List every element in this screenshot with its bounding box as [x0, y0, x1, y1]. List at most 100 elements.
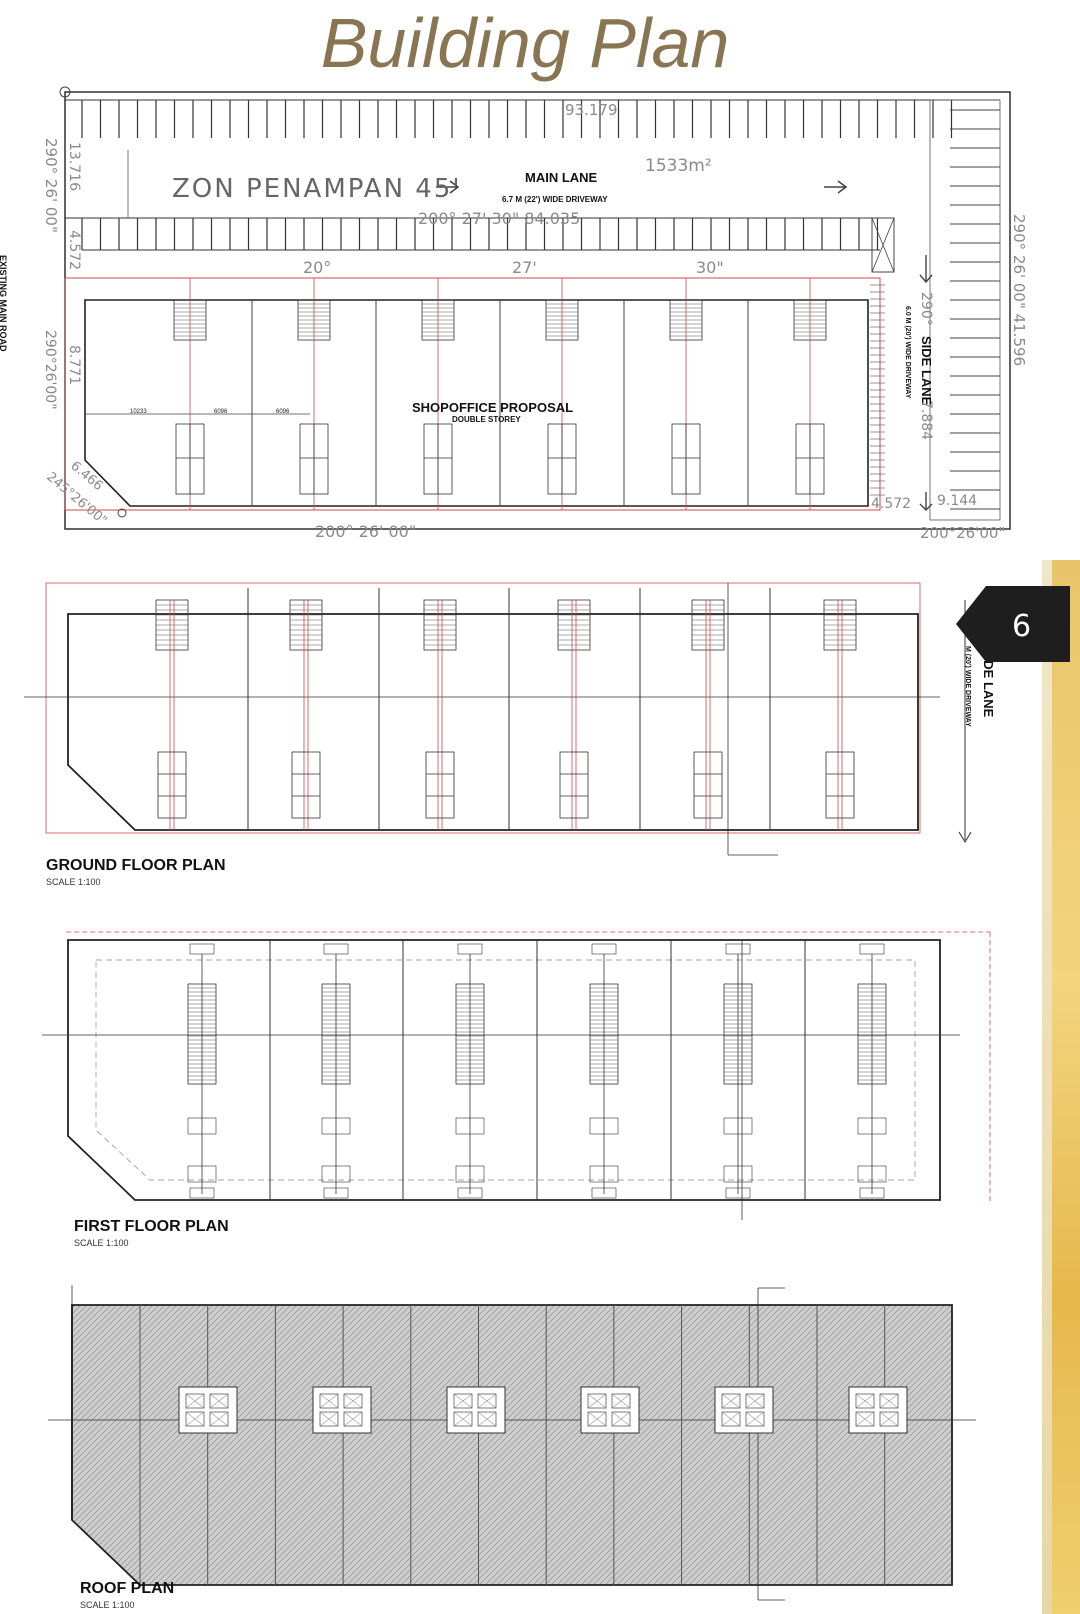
- ff-core: [187, 943, 217, 1199]
- skylight-cross: [587, 1393, 607, 1409]
- dim-left-c: 8.771: [66, 345, 82, 385]
- skylight-pane: [453, 1393, 473, 1409]
- skylight-pane: [879, 1411, 899, 1427]
- skylight-pane: [611, 1393, 631, 1409]
- inner-dim-3: 6096: [276, 409, 290, 415]
- roof-skylight: [312, 1386, 372, 1434]
- dim-left-a: 13.716: [66, 142, 82, 191]
- ac-box: [323, 1187, 349, 1199]
- skylight-cross: [879, 1393, 899, 1409]
- wc-box: [559, 751, 589, 819]
- skylight-pane: [721, 1411, 741, 1427]
- skylight-cross: [587, 1411, 607, 1427]
- page-number: 6: [1012, 609, 1031, 644]
- roof-plan-scale: SCALE 1:100: [80, 1600, 135, 1610]
- skylight-pane: [879, 1393, 899, 1409]
- ac-box: [189, 943, 215, 955]
- roof-skylight: [848, 1386, 908, 1434]
- side-accent-gold: [1052, 560, 1080, 1614]
- ac-box: [591, 1187, 617, 1199]
- ground-floor-plan: [24, 582, 972, 856]
- dim-bearing-left: 290° 26' 00": [42, 138, 60, 233]
- gf-side-lane-sub: M (20') WIDE DRIVEWAY: [964, 646, 971, 727]
- area-label: 1533m²: [645, 156, 712, 176]
- wc-box: [723, 1165, 753, 1183]
- roof-skylight: [178, 1386, 238, 1434]
- wc-box: [589, 1165, 619, 1183]
- existing-road-label: EXISTING MAIN ROAD: [0, 255, 8, 352]
- dim-left-b: 4.572: [66, 230, 82, 270]
- skylight-cross: [209, 1411, 229, 1427]
- wc-box: [187, 1117, 217, 1135]
- wc-box: [157, 751, 187, 819]
- ff-core: [589, 943, 619, 1199]
- skylight-pane: [453, 1411, 473, 1427]
- side-lane-sub: 6.0 M (20') WIDE DRIVEWAY: [904, 306, 911, 399]
- wc-box: [693, 751, 723, 819]
- roof-skylight: [714, 1386, 774, 1434]
- wc-box: [187, 1165, 217, 1183]
- gf-core: [823, 599, 857, 830]
- wc-box: [455, 1165, 485, 1183]
- dim-br-a: 4.572: [871, 496, 911, 512]
- dim-road-c: 30": [696, 258, 724, 277]
- dim-road-b: 27': [512, 258, 537, 277]
- skylight-cross: [855, 1393, 875, 1409]
- skylight-pane: [319, 1393, 339, 1409]
- skylight-pane: [745, 1411, 765, 1427]
- skylight-pane: [185, 1393, 205, 1409]
- skylight-cross: [611, 1411, 631, 1427]
- wc-box: [321, 1117, 351, 1135]
- skylight-cross: [453, 1393, 473, 1409]
- ac-box: [725, 1187, 751, 1199]
- site-plan: [59, 86, 1011, 530]
- ff-core: [455, 943, 485, 1199]
- gf-core: [557, 599, 591, 830]
- dim-bottom: 200° 26' 00": [315, 522, 416, 541]
- skylight-cross: [319, 1411, 339, 1427]
- skylight-pane: [343, 1393, 363, 1409]
- wc-box: [425, 751, 455, 819]
- proposal-label: SHOPOFFICE PROPOSAL: [412, 400, 573, 415]
- roof-plan: [48, 1285, 976, 1601]
- core-unit: [793, 299, 827, 495]
- gf-core: [155, 599, 189, 830]
- core-unit: [545, 299, 579, 495]
- wc-box: [857, 1165, 887, 1183]
- skylight-pane: [611, 1411, 631, 1427]
- roof-skylight: [580, 1386, 640, 1434]
- skylight-cross: [209, 1393, 229, 1409]
- main-lane-sub: 6.7 M (22') WIDE DRIVEWAY: [502, 195, 608, 204]
- skylight-cross: [745, 1393, 765, 1409]
- core-unit: [669, 299, 703, 495]
- dim-right-c: 7.884: [918, 400, 934, 440]
- wc-box: [857, 1117, 887, 1135]
- dim-road-a: 20°: [303, 258, 331, 277]
- skylight-cross: [745, 1411, 765, 1427]
- ff-core: [321, 943, 351, 1199]
- skylight-pane: [209, 1411, 229, 1427]
- ac-box: [859, 1187, 885, 1199]
- skylight-pane: [855, 1411, 875, 1427]
- skylight-pane: [745, 1393, 765, 1409]
- skylight-pane: [587, 1393, 607, 1409]
- skylight-cross: [453, 1411, 473, 1427]
- inner-dim-1: 10233: [130, 409, 147, 415]
- skylight-cross: [477, 1411, 497, 1427]
- dim-top: 93.179: [565, 101, 618, 119]
- ac-box: [323, 943, 349, 955]
- ground-floor-title: GROUND FLOOR PLAN: [46, 857, 226, 874]
- skylight-pane: [587, 1411, 607, 1427]
- skylight-pane: [209, 1393, 229, 1409]
- skylight-pane: [721, 1393, 741, 1409]
- dim-br-b: 9.144: [937, 493, 977, 509]
- proposal-sub: DOUBLE STOREY: [452, 415, 521, 424]
- dim-right-a: 290° 26' 00" 41.596: [1010, 214, 1028, 366]
- skylight-cross: [721, 1393, 741, 1409]
- ff-core: [857, 943, 887, 1199]
- page-number-tab[interactable]: 6: [956, 586, 1070, 662]
- dim-bearing-top: 200° 27' 30" 84.035: [418, 209, 580, 228]
- wc-box: [291, 751, 321, 819]
- ac-box: [457, 1187, 483, 1199]
- ff-core: [723, 943, 753, 1199]
